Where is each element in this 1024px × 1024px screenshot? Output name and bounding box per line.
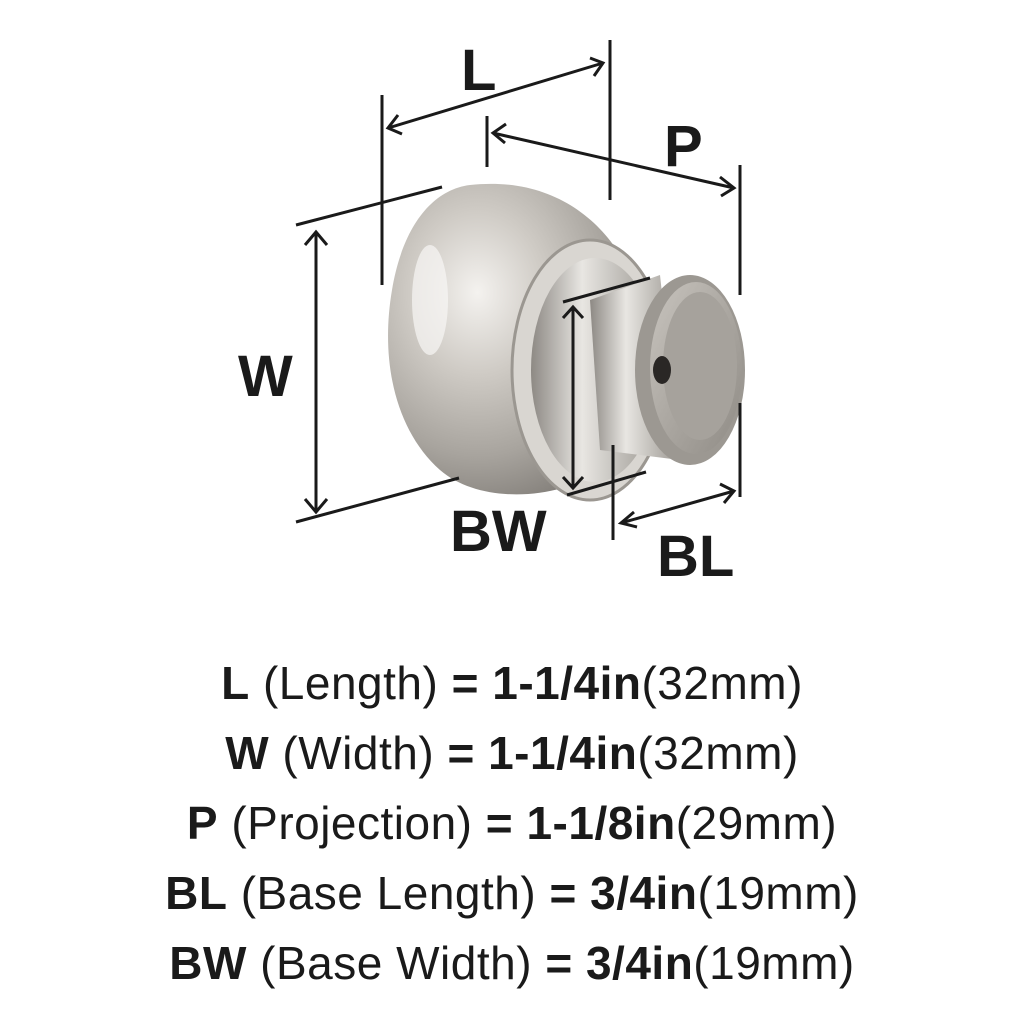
dimension-label-bl: BL — [657, 524, 735, 589]
spec-inch-value: 1-1/4in — [492, 657, 642, 709]
spec-equals: = — [545, 937, 573, 989]
knob-illustration — [295, 40, 745, 540]
spec-row-width: W (Width) = 1-1/4in(32mm) — [0, 718, 1024, 788]
spec-mm-value: (29mm) — [675, 797, 838, 849]
spec-name: (Width) — [282, 727, 435, 779]
dimension-label-bw: BW — [450, 499, 547, 564]
spec-code: P — [186, 797, 219, 849]
spec-inch-value: 3/4in — [585, 937, 694, 989]
spec-row-base-width: BW (Base Width) = 3/4in(19mm) — [0, 928, 1024, 998]
spec-inch-value: 1-1/8in — [526, 797, 676, 849]
spec-name: (Base Width) — [260, 937, 533, 989]
knob-base — [635, 275, 745, 465]
spec-code: BW — [169, 937, 247, 989]
spec-name: (Base Length) — [240, 867, 537, 919]
spec-code: L — [221, 657, 250, 709]
spec-inch-value: 1-1/4in — [488, 727, 638, 779]
spec-inch-value: 3/4in — [590, 867, 698, 919]
spec-equals: = — [451, 657, 479, 709]
dimension-lines — [295, 40, 742, 540]
dimension-label-w: W — [238, 344, 293, 409]
knob-dimension-diagram: L P W BW BL — [238, 38, 745, 589]
spec-row-base-length: BL (Base Length) = 3/4in(19mm) — [0, 858, 1024, 928]
dimension-label-p: P — [664, 114, 703, 179]
spec-code: W — [225, 727, 270, 779]
spec-name: (Projection) — [231, 797, 473, 849]
spec-name: (Length) — [262, 657, 439, 709]
spec-mm-value: (32mm) — [637, 727, 799, 779]
spec-row-length: L (Length) = 1-1/4in(32mm) — [0, 648, 1024, 718]
spec-code: BL — [165, 867, 228, 919]
spec-equals: = — [549, 867, 577, 919]
dimension-label-l: L — [461, 38, 497, 103]
dimension-specs: L (Length) = 1-1/4in(32mm) W (Width) = 1… — [0, 648, 1024, 998]
spec-row-projection: P (Projection) = 1-1/8in(29mm) — [0, 788, 1024, 858]
spec-mm-value: (32mm) — [641, 657, 803, 709]
spec-equals: = — [447, 727, 475, 779]
spec-mm-value: (19mm) — [697, 867, 859, 919]
spec-equals: = — [485, 797, 514, 849]
spec-mm-value: (19mm) — [693, 937, 855, 989]
